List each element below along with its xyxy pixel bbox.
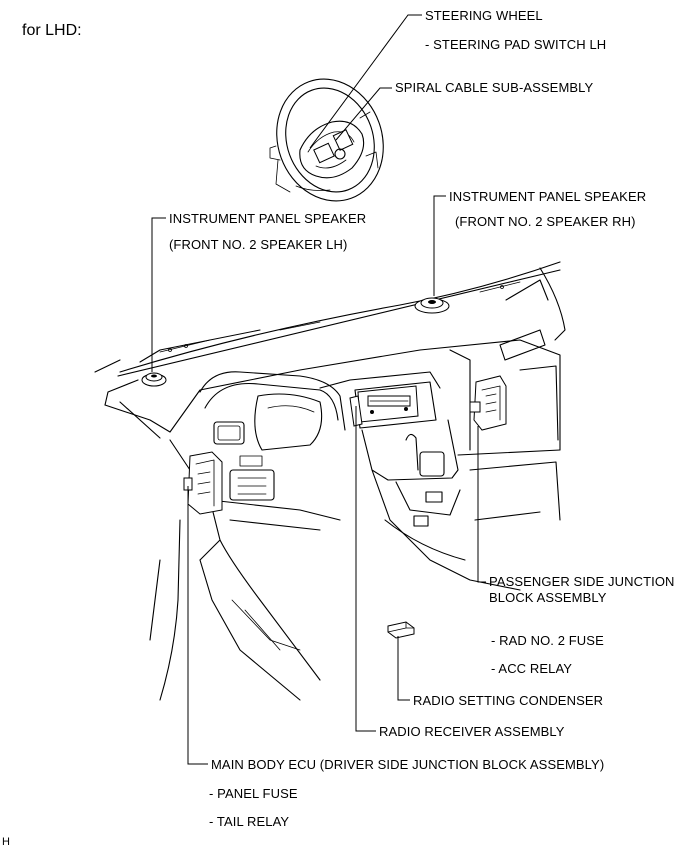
passenger-junction-block-part: [469, 375, 507, 431]
label-tail-relay: - TAIL RELAY: [209, 814, 290, 829]
label-steering-wheel: STEERING WHEEL: [425, 8, 543, 23]
label-ip-speaker-lh-title: INSTRUMENT PANEL SPEAKER: [169, 211, 367, 226]
label-ip-speaker-lh-sub: (FRONT NO. 2 SPEAKER LH): [169, 237, 348, 252]
label-main-body-ecu: MAIN BODY ECU (DRIVER SIDE JUNCTION BLOC…: [211, 757, 605, 772]
leader-lines: [151, 14, 486, 765]
label-passenger-jb-line1: PASSENGER SIDE JUNCTION: [489, 574, 675, 589]
label-passenger-jb-line2: BLOCK ASSEMBLY: [489, 590, 607, 605]
ip-speaker-rh-part: [414, 297, 450, 314]
label-ip-speaker-rh-sub: (FRONT NO. 2 SPEAKER RH): [455, 214, 636, 229]
main-body-ecu-part: [183, 451, 223, 515]
region-heading: for LHD:: [22, 22, 82, 39]
label-panel-fuse: - PANEL FUSE: [209, 786, 298, 801]
label-steering-pad-switch: - STEERING PAD SWITCH LH: [425, 37, 607, 52]
label-ip-speaker-rh-title: INSTRUMENT PANEL SPEAKER: [449, 189, 647, 204]
ip-speaker-lh-part: [141, 372, 167, 387]
label-radio-receiver: RADIO RECEIVER ASSEMBLY: [379, 724, 565, 739]
footer-code: H: [2, 836, 10, 848]
radio-receiver-part: [349, 385, 419, 427]
radio-condenser-part: [387, 621, 415, 639]
label-rad-no2-fuse: - RAD NO. 2 FUSE: [491, 633, 604, 648]
dashboard-drawing: [94, 261, 566, 701]
label-spiral-cable: SPIRAL CABLE SUB-ASSEMBLY: [395, 80, 594, 95]
steering-wheel-drawing: [269, 78, 384, 202]
label-acc-relay: - ACC RELAY: [491, 661, 573, 676]
label-radio-condenser: RADIO SETTING CONDENSER: [413, 693, 604, 708]
